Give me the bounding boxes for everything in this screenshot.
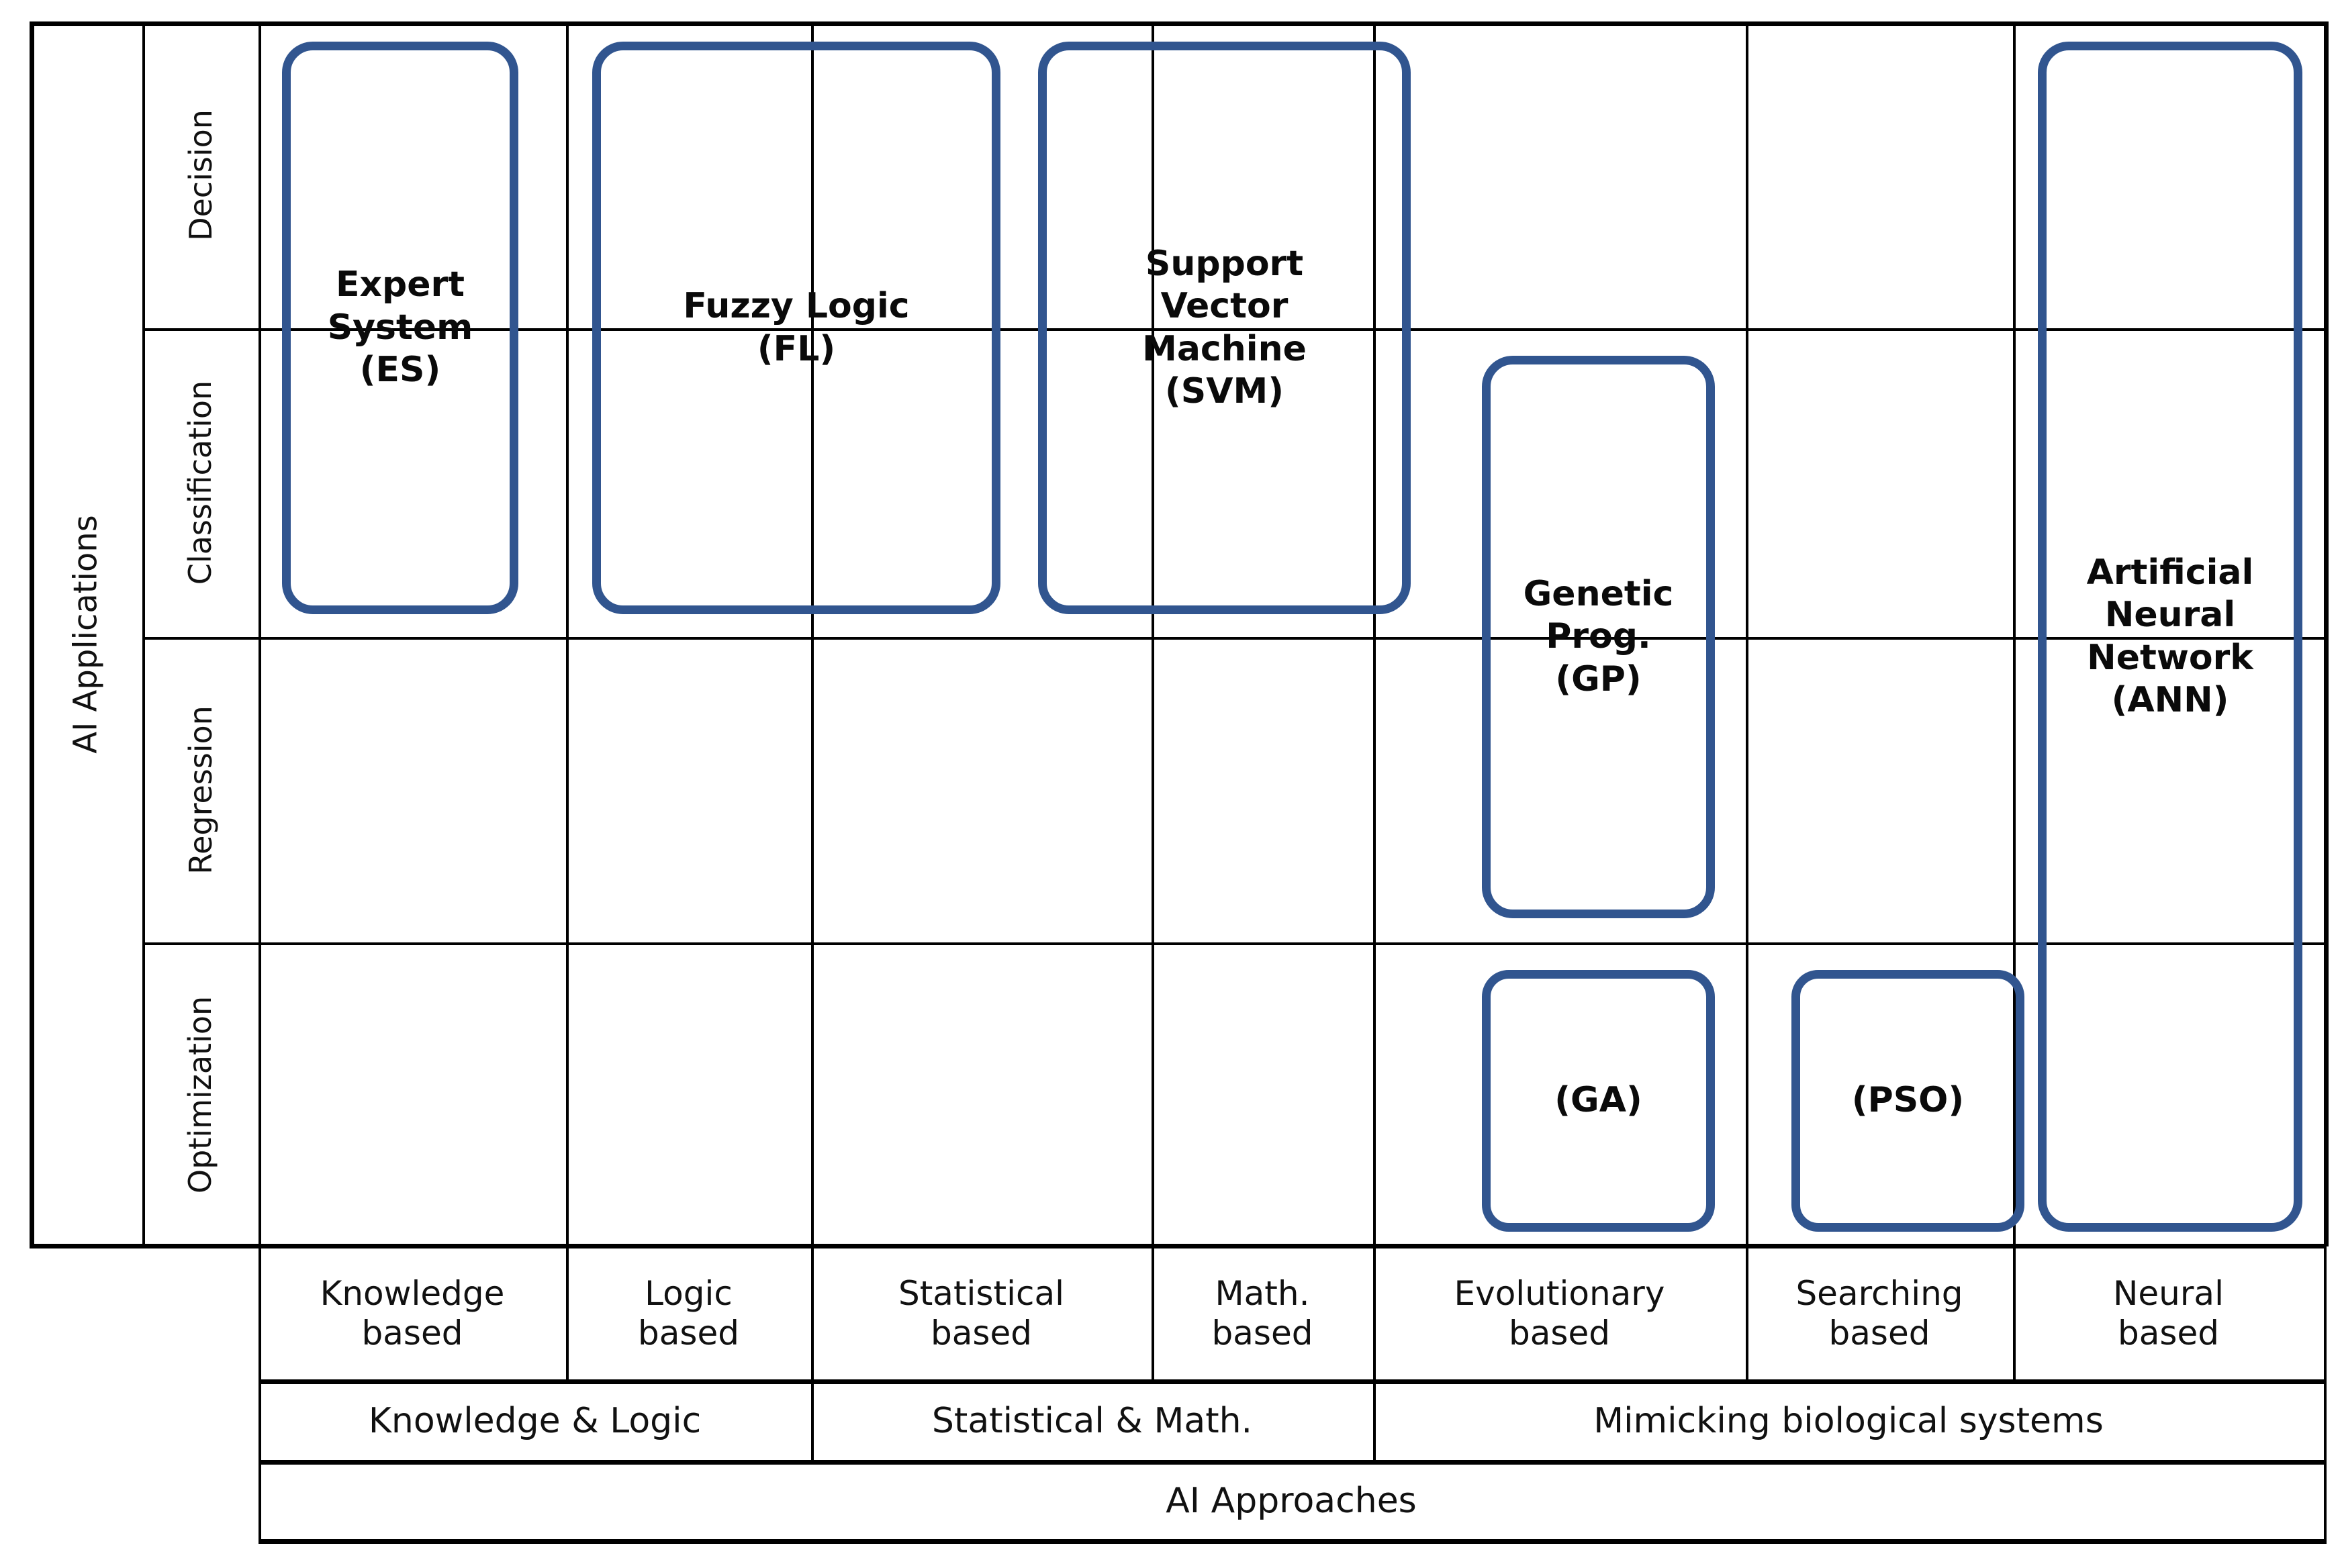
approach-header-logic-based: Logic based xyxy=(566,1246,811,1381)
approach-header-evolutionary-based: Evolutionary based xyxy=(1373,1246,1746,1381)
technique-label-genetic-programming: Genetic Prog. (GP) xyxy=(1524,573,1674,701)
technique-label-particle-swarm-optimization: (PSO) xyxy=(1852,1079,1964,1122)
technique-box-support-vector-machine[interactable]: Support Vector Machine (SVM) xyxy=(1038,42,1411,614)
approach-header-line-2: based xyxy=(1828,1314,1930,1353)
approach-header-left-border xyxy=(259,1246,261,1382)
technique-line-4: (SVM) xyxy=(1165,371,1284,411)
technique-line-3: (GP) xyxy=(1555,658,1642,699)
grid-vline-rowlabel xyxy=(259,21,261,1246)
approach-header-line-2: based xyxy=(638,1314,739,1353)
approach-header-sep-5 xyxy=(1746,1246,1748,1382)
technique-line-2: System xyxy=(327,307,473,348)
approach-header-neural-based: Neural based xyxy=(2013,1246,2324,1381)
group-row-left-border xyxy=(259,1379,261,1463)
technique-line-3: Network xyxy=(2087,637,2253,678)
technique-line-1: Genetic xyxy=(1523,573,1674,614)
technique-label-artificial-neural-network: Artificial Neural Network (ANN) xyxy=(2087,552,2254,722)
technique-label-expert-system: Expert System (ES) xyxy=(328,264,473,391)
ai-applications-axis-label: AI Applications xyxy=(30,21,142,1246)
grid-vline-applabel xyxy=(142,21,145,1246)
approach-header-line-1: Searching xyxy=(1795,1274,1963,1313)
approach-header-sep-3 xyxy=(1152,1246,1154,1382)
row-label-optimization-text: Optimization xyxy=(182,995,219,1193)
technique-label-support-vector-machine: Support Vector Machine (SVM) xyxy=(1142,243,1307,413)
approach-header-line-2: based xyxy=(2118,1314,2219,1353)
row-label-decision: Decision xyxy=(142,21,259,328)
ai-approaches-axis-label: AI Approaches xyxy=(1166,1481,1417,1521)
technique-line-1: (GA) xyxy=(1554,1080,1642,1121)
technique-line-1: Fuzzy Logic xyxy=(683,286,910,327)
group-row-right-border xyxy=(2324,1379,2327,1463)
grid-hline-row-3 xyxy=(142,942,2327,945)
row-label-classification-text: Classification xyxy=(182,380,219,585)
approach-header-knowledge-based: Knowledge based xyxy=(259,1246,566,1381)
group-row-sep-1 xyxy=(811,1379,814,1463)
technique-line-2: Prog. xyxy=(1546,616,1651,657)
approach-header-line-1: Math. xyxy=(1215,1274,1310,1313)
technique-box-fuzzy-logic[interactable]: Fuzzy Logic (FL) xyxy=(592,42,1000,614)
row-label-decision-text: Decision xyxy=(182,109,219,241)
matrix-top-border xyxy=(30,21,2327,26)
grid-vline-col-3 xyxy=(1152,21,1154,1246)
technique-box-artificial-neural-network[interactable]: Artificial Neural Network (ANN) xyxy=(2038,42,2302,1232)
group-row-bottom-border xyxy=(259,1460,2327,1465)
grid-vline-col-2 xyxy=(811,21,814,1246)
approach-header-line-1: Neural xyxy=(2113,1274,2224,1313)
group-row-sep-2 xyxy=(1373,1379,1376,1463)
approach-header-sep-2 xyxy=(811,1246,814,1382)
row-label-regression-text: Regression xyxy=(182,705,219,875)
matrix-left-border xyxy=(30,21,34,1246)
technique-box-expert-system[interactable]: Expert System (ES) xyxy=(282,42,518,614)
approach-header-sep-4 xyxy=(1373,1246,1376,1382)
approach-header-math-based: Math. based xyxy=(1152,1246,1373,1381)
technique-line-1: (PSO) xyxy=(1851,1080,1965,1121)
technique-line-2: Neural xyxy=(2104,595,2236,636)
ai-applications-axis-label-text: AI Applications xyxy=(67,514,105,754)
technique-label-genetic-algorithm: (GA) xyxy=(1554,1079,1642,1122)
approach-header-line-2: based xyxy=(361,1314,463,1353)
approach-group-mimicking-biological-systems: Mimicking biological systems xyxy=(1593,1401,2104,1441)
approach-header-line-2: based xyxy=(1211,1314,1313,1353)
approaches-axis-right-border xyxy=(2324,1460,2327,1542)
grid-hline-row-1 xyxy=(142,328,2327,331)
technique-label-fuzzy-logic: Fuzzy Logic (FL) xyxy=(683,285,909,371)
approach-header-statistical-based: Statistical based xyxy=(811,1246,1152,1381)
row-label-optimization: Optimization xyxy=(142,942,259,1246)
technique-box-genetic-algorithm[interactable]: (GA) xyxy=(1482,970,1715,1232)
row-label-regression: Regression xyxy=(142,637,259,942)
approach-header-line-2: based xyxy=(1509,1314,1610,1353)
approach-header-right-border xyxy=(2324,1246,2327,1382)
approach-row-bottom-border xyxy=(259,1379,2327,1384)
technique-line-2: Vector xyxy=(1160,286,1289,327)
approaches-axis-bottom-border xyxy=(259,1539,2327,1544)
approach-group-statistical-and-math: Statistical & Math. xyxy=(931,1401,1253,1441)
approach-header-line-1: Statistical xyxy=(898,1274,1065,1313)
row-label-classification: Classification xyxy=(142,328,259,637)
matrix-bottom-border xyxy=(30,1244,2327,1248)
grid-vline-col-6 xyxy=(2013,21,2016,1246)
approach-header-line-1: Logic xyxy=(645,1274,733,1313)
approach-header-sep-1 xyxy=(566,1246,569,1382)
matrix-right-border xyxy=(2324,21,2329,1246)
approaches-axis-left-border xyxy=(259,1460,261,1542)
approach-header-sep-6 xyxy=(2013,1246,2016,1382)
technique-line-2: (FL) xyxy=(757,328,836,369)
technique-line-4: (ANN) xyxy=(2111,679,2229,720)
grid-vline-col-5 xyxy=(1746,21,1748,1246)
technique-box-particle-swarm-optimization[interactable]: (PSO) xyxy=(1791,970,2024,1232)
grid-vline-col-1 xyxy=(566,21,569,1246)
technique-line-3: Machine xyxy=(1142,328,1307,369)
approach-header-line-2: based xyxy=(931,1314,1032,1353)
technique-line-1: Support xyxy=(1145,243,1304,284)
grid-hline-row-2 xyxy=(142,637,2327,640)
technique-line-1: Artificial xyxy=(2086,552,2254,593)
approach-header-line-1: Evolutionary xyxy=(1454,1274,1665,1313)
grid-vline-col-4 xyxy=(1373,21,1376,1246)
technique-box-genetic-programming[interactable]: Genetic Prog. (GP) xyxy=(1482,356,1715,918)
approach-group-knowledge-and-logic: Knowledge & Logic xyxy=(368,1401,702,1441)
technique-line-1: Expert xyxy=(335,264,465,305)
approach-header-searching-based: Searching based xyxy=(1746,1246,2013,1381)
approach-header-line-1: Knowledge xyxy=(320,1274,505,1313)
technique-line-3: (ES) xyxy=(359,350,441,391)
